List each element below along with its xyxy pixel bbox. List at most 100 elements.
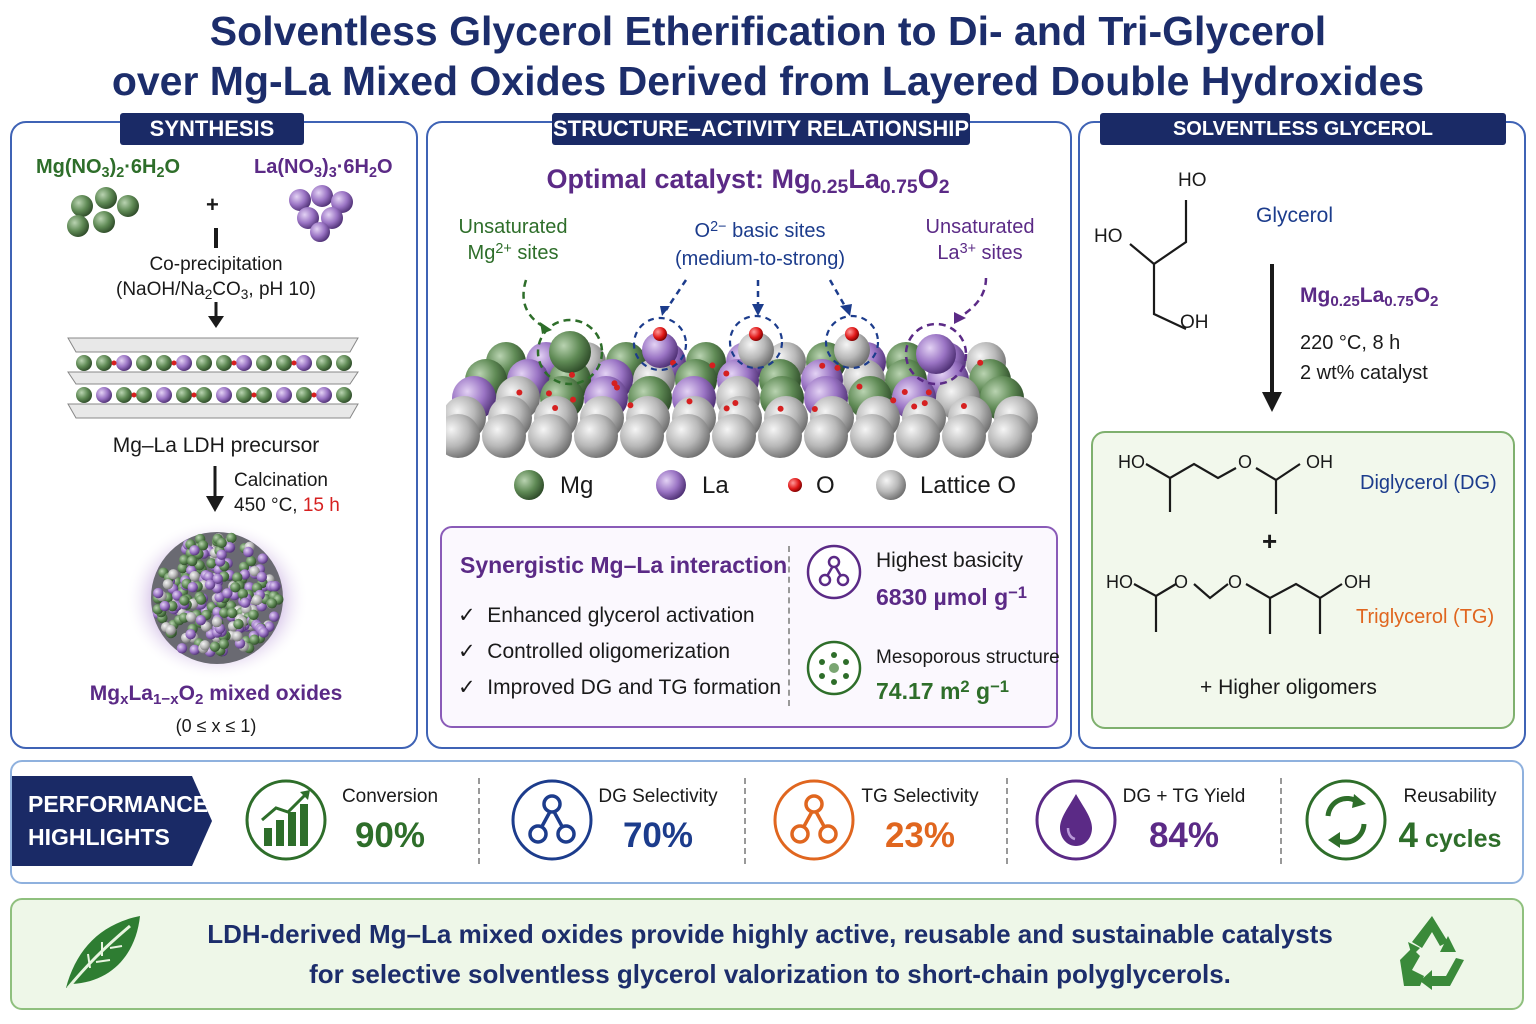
particle-atom: [203, 571, 215, 583]
synergy-list: ✓ Enhanced glycerol activation ✓ Control…: [458, 598, 781, 706]
mixed-oxide-particle: [125, 520, 309, 680]
conclusion-banner: [10, 898, 1524, 1010]
particle-atom: [216, 537, 227, 549]
performance-label-banner: [12, 776, 212, 866]
basic-o-site: [749, 327, 763, 341]
reusability-value: 4 cycles: [1398, 816, 1502, 855]
lattice-o-dot: [570, 396, 577, 403]
lattice-o-dot: [819, 362, 826, 369]
particle-atom: [177, 562, 188, 574]
lattice-o-dot: [911, 403, 918, 410]
check-icon: ✓: [458, 604, 476, 627]
mixed-oxide-label: MgxLa1−xO2 mixed oxides: [89, 682, 343, 709]
synergy-item: ✓ Enhanced glycerol activation: [458, 604, 755, 627]
mg-legend-label: Mg: [560, 472, 594, 499]
performance-divider: [1006, 778, 1008, 864]
particle-atom: [226, 532, 237, 544]
surface-atom: [642, 332, 678, 368]
dg-selectivity-value: 70%: [622, 816, 694, 855]
ldh-precursor-label: Mg–La LDH precursor: [112, 434, 320, 457]
particle-atom: [233, 618, 244, 630]
porosity-icon: [806, 640, 862, 696]
particle-atom: [165, 624, 176, 636]
dg-oh: OH: [1306, 452, 1333, 472]
tg-ether-o-1: O: [1174, 572, 1189, 592]
surface-area-value: 74.17 m2 g−1: [876, 677, 1009, 704]
composition-range: (0 ≤ x ≤ 1): [175, 716, 257, 736]
lattice-atom: [804, 414, 848, 458]
particle-atom: [269, 581, 280, 592]
particle-atom: [249, 565, 260, 577]
tg-selectivity-label: TG Selectivity: [861, 786, 979, 807]
unsaturated-mg-atom: [549, 331, 591, 373]
lattice-o-dot: [552, 405, 559, 412]
lattice-o-dot: [686, 398, 693, 405]
higher-oligomers-label: + Higher oligomers: [1200, 676, 1377, 699]
particle-atom: [189, 644, 200, 656]
particle-atom: [232, 572, 243, 583]
lattice-atom: [942, 414, 986, 458]
particle-atom: [195, 594, 207, 605]
particle-atom: [245, 555, 257, 567]
reaction-conditions: 220 °C, 8 h 2 wt% catalyst: [1300, 332, 1428, 384]
lattice-atom: [446, 414, 480, 458]
particle-atom: [268, 611, 280, 622]
lattice-atom: [850, 414, 894, 458]
glycerol-label: Glycerol: [1256, 204, 1334, 227]
calcination-arrow-icon: [206, 466, 224, 512]
synergy-box: [440, 526, 1058, 728]
lattice-o-dot: [723, 405, 730, 412]
triglycerol-label: Triglycerol (TG): [1356, 606, 1495, 628]
mg-site-circle: [536, 318, 604, 386]
particle-atom: [222, 588, 233, 599]
diglycerol-label: Diglycerol (DG): [1360, 472, 1497, 494]
lattice-atom: [620, 414, 664, 458]
lattice-o-dot: [723, 370, 730, 377]
synergy-divider: [788, 546, 790, 706]
particle-atom: [212, 573, 223, 585]
particle-atom: [162, 579, 174, 590]
ldh-layer-illustration: [67, 337, 359, 419]
lattice-o-dot: [627, 402, 634, 409]
particle-atom: [195, 614, 207, 626]
arrow-down-icon: [208, 302, 224, 328]
particle-atom: [218, 638, 230, 650]
lattice-o-dot: [516, 389, 523, 396]
la-legend-label: La: [702, 472, 729, 499]
la-legend-swatch: [656, 470, 686, 500]
particle-atom: [256, 571, 268, 583]
check-icon: ✓: [458, 640, 476, 663]
o-legend-swatch: [788, 478, 802, 492]
lattice-o-dot: [732, 399, 739, 406]
optimal-catalyst-label: Optimal catalyst: Mg0.25La0.75O2: [546, 164, 950, 199]
dg-ho: HO: [1118, 452, 1145, 472]
synergy-item: ✓ Improved DG and TG formation: [458, 676, 782, 699]
conclusion-text: LDH-derived Mg–La mixed oxides provide h…: [207, 919, 1333, 989]
dg-ether-o: O: [1238, 452, 1253, 472]
basicity-value: 6830 µmol g−1: [876, 583, 1028, 610]
particle-atom: [185, 629, 196, 640]
particle-atom: [187, 582, 198, 593]
particle-atom: [197, 540, 209, 551]
particle-atom: [189, 571, 200, 582]
particle-atom: [199, 640, 211, 651]
la-nitrate-label: La(NO3)3·6H2O: [254, 156, 393, 182]
particle-atom: [237, 588, 249, 600]
droplet-icon: [1035, 779, 1117, 861]
particle-atom: [204, 579, 216, 590]
particle-atom: [249, 634, 260, 645]
lattice-o-dot: [545, 390, 552, 397]
particle-atom: [176, 643, 188, 654]
products-box: [1091, 431, 1515, 729]
lattice-atom: [666, 414, 710, 458]
lattice-atom: [988, 414, 1032, 458]
particle-atom: [179, 595, 190, 606]
diglycerol-structure: [1145, 462, 1301, 514]
lattice-o-dot: [613, 384, 620, 391]
performance-label: PERFORMANCE HIGHLIGHTS: [28, 791, 209, 850]
particle-atom: [167, 600, 178, 612]
etherification-header: SOLVENTLESS GLYCEROL ETHERIFICATION: [1100, 113, 1506, 172]
main-title: Solventless Glycerol Etherification to D…: [0, 6, 1536, 106]
recycle-symbol-icon: [1400, 916, 1464, 990]
lattice-o-dot: [925, 389, 932, 396]
